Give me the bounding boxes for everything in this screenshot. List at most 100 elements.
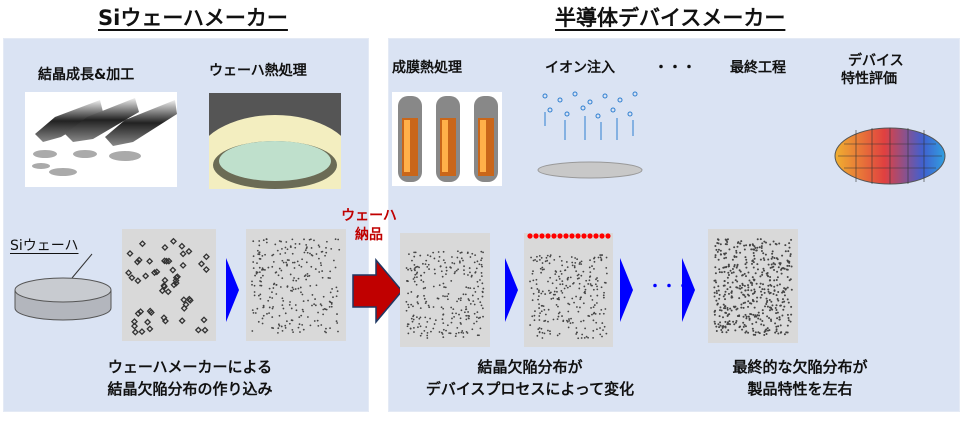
defect-mark bbox=[277, 274, 280, 277]
defect-mark bbox=[763, 269, 766, 272]
defect-mark bbox=[138, 328, 146, 336]
defect-mark bbox=[790, 313, 793, 316]
defect-mark bbox=[601, 335, 603, 338]
defect-mark bbox=[595, 321, 598, 324]
defect-mark bbox=[724, 298, 727, 301]
defect-mark bbox=[770, 300, 773, 303]
defect-mark bbox=[410, 317, 413, 320]
defect-mark bbox=[428, 268, 430, 270]
defect-mark bbox=[775, 325, 778, 328]
defect-mark bbox=[463, 311, 466, 314]
defect-mark bbox=[473, 312, 476, 315]
defect-mark bbox=[723, 305, 726, 308]
defect-mark bbox=[256, 262, 258, 265]
defect-mark bbox=[753, 315, 756, 318]
defect-mark bbox=[714, 309, 717, 312]
defect-mark bbox=[770, 263, 773, 266]
defect-mark bbox=[580, 260, 583, 263]
defect-mark bbox=[592, 306, 595, 309]
defect-mark bbox=[325, 246, 327, 249]
defect-mark bbox=[790, 288, 793, 291]
defect-mark bbox=[465, 318, 468, 321]
defect-mark bbox=[724, 320, 727, 323]
defect-mark bbox=[779, 324, 782, 327]
defect-mark bbox=[306, 251, 309, 254]
delivery-line2: 納品 bbox=[355, 227, 383, 243]
defect-mark bbox=[277, 331, 279, 334]
defect-mark bbox=[476, 280, 479, 283]
defect-mark bbox=[739, 251, 742, 254]
defect-mark bbox=[734, 305, 737, 308]
defect-mark bbox=[408, 253, 410, 256]
defect-mark bbox=[556, 334, 559, 337]
defect-mark bbox=[425, 326, 428, 328]
defect-mark bbox=[534, 310, 536, 313]
defect-mark bbox=[445, 266, 448, 269]
defect-mark bbox=[295, 279, 298, 282]
defect-mark bbox=[459, 299, 462, 302]
defect-mark bbox=[462, 259, 464, 262]
defect-mark bbox=[735, 286, 738, 289]
defect-mark bbox=[568, 319, 571, 322]
defect-mark bbox=[721, 325, 724, 328]
defect-mark bbox=[785, 331, 788, 334]
defect-mark bbox=[715, 281, 718, 284]
defect-mark bbox=[766, 329, 769, 332]
defect-mark bbox=[779, 331, 782, 334]
defect-mark bbox=[745, 330, 748, 333]
defect-mark bbox=[578, 282, 581, 285]
defect-mark bbox=[596, 294, 599, 297]
defect-mark bbox=[777, 332, 780, 335]
defect-mark bbox=[197, 260, 206, 268]
defect-mark bbox=[545, 256, 548, 259]
implant-mark bbox=[575, 233, 581, 239]
defect-mark bbox=[467, 311, 469, 313]
defect-mark bbox=[471, 328, 474, 331]
defect-mark bbox=[476, 316, 478, 319]
defect-mark bbox=[736, 264, 739, 267]
ingot-image bbox=[25, 92, 177, 187]
defect-mark bbox=[592, 337, 594, 339]
defect-mark bbox=[753, 288, 756, 291]
defect-mark bbox=[409, 267, 412, 270]
defect-mark bbox=[436, 297, 439, 300]
defect-mark bbox=[787, 250, 790, 253]
defect-mark bbox=[279, 253, 282, 255]
defect-mark bbox=[428, 306, 431, 309]
defect-mark bbox=[747, 289, 750, 292]
defect-mark bbox=[781, 301, 784, 304]
defect-mark bbox=[735, 249, 738, 252]
defect-mark bbox=[422, 262, 424, 265]
defect-mark bbox=[314, 298, 316, 300]
defect-mark bbox=[775, 294, 778, 297]
defect-mark bbox=[784, 288, 787, 291]
defect-mark bbox=[753, 278, 756, 281]
defect-mark bbox=[413, 276, 416, 279]
defect-mark bbox=[575, 306, 578, 308]
defect-mark bbox=[277, 323, 280, 326]
defect-mark bbox=[713, 286, 716, 289]
defect-mark bbox=[417, 326, 419, 329]
defect-mark bbox=[768, 279, 771, 282]
defect-mark bbox=[579, 306, 581, 309]
defect-mark bbox=[556, 290, 558, 293]
implant-mark bbox=[587, 233, 593, 239]
defect-mark bbox=[325, 240, 328, 243]
defect-mark bbox=[456, 327, 459, 329]
defect-mark bbox=[767, 263, 770, 266]
defect-mark bbox=[453, 262, 456, 265]
defect-mark bbox=[743, 272, 746, 275]
defect-mark bbox=[413, 280, 416, 283]
defect-mark bbox=[742, 325, 745, 328]
defect-mark bbox=[415, 316, 418, 319]
final-caption: 最終的な欠陥分布が 製品特性を左右 bbox=[710, 356, 890, 400]
defect-mark bbox=[768, 298, 771, 301]
defect-mark bbox=[731, 281, 734, 284]
defect-mark bbox=[255, 272, 258, 275]
defect-mark bbox=[592, 312, 595, 315]
defect-mark bbox=[413, 251, 416, 254]
defect-mark bbox=[433, 268, 436, 271]
defect-mark bbox=[752, 252, 755, 255]
defect-mark bbox=[202, 253, 210, 261]
defect-mark bbox=[538, 327, 541, 329]
